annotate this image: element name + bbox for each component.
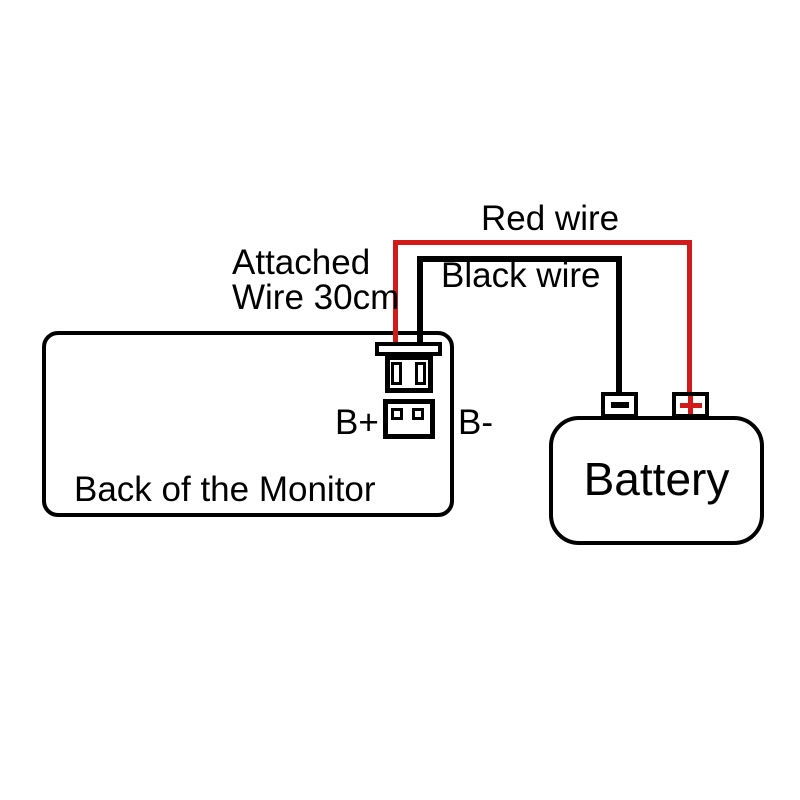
minus-icon: [610, 402, 629, 408]
red-wire-label: Red wire: [481, 199, 620, 238]
socket-pin-right: [412, 408, 424, 420]
monitor-label: Back of the Monitor: [74, 470, 376, 509]
attached-wire-label-line2: Wire 30cm: [232, 278, 400, 317]
red-wire-segment-right-vertical: [687, 240, 692, 393]
attached-wire-label: Attached Wire 30cm: [232, 245, 399, 315]
attached-wire-label-line1: Attached: [232, 243, 371, 282]
red-wire-segment-horizontal: [393, 240, 692, 245]
plug-slot-left: [391, 362, 402, 385]
battery-negative-terminal: [601, 392, 638, 418]
socket-pin-left: [391, 408, 403, 420]
b-plus-label: B+: [335, 403, 379, 442]
connector-top-bar: [375, 342, 442, 356]
battery-positive-terminal: [672, 392, 709, 418]
battery-label: Battery: [583, 452, 730, 505]
black-wire-segment-right-vertical: [616, 256, 622, 393]
plus-icon: [679, 396, 702, 414]
plug-slot-right: [415, 362, 426, 385]
b-minus-label: B-: [458, 403, 493, 442]
battery-box: Battery: [549, 416, 764, 545]
black-wire-segment-horizontal: [417, 256, 622, 262]
black-wire-label: Black wire: [441, 256, 601, 295]
red-wire-segment-left-vertical: [393, 240, 398, 343]
black-wire-segment-left-vertical: [417, 256, 423, 343]
